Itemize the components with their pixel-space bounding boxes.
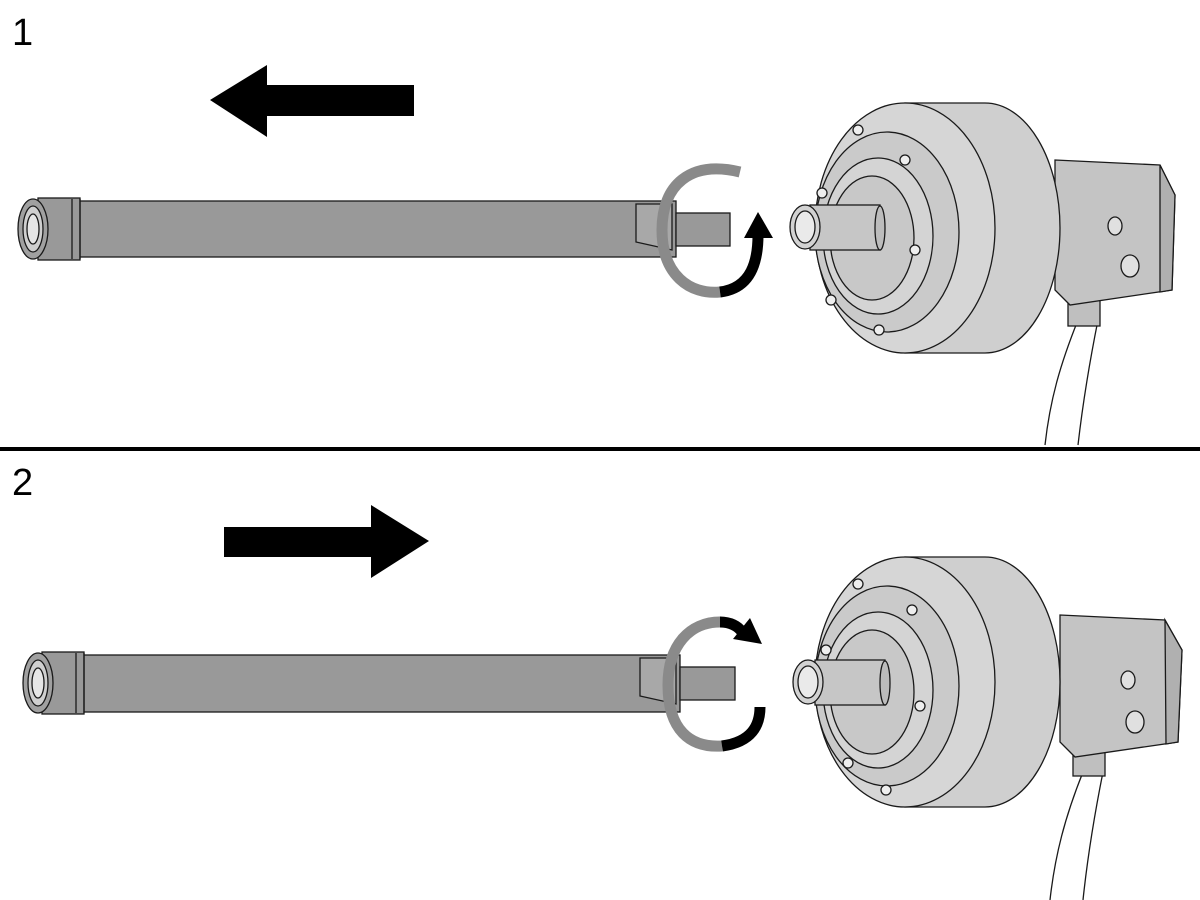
direction-arrow-left xyxy=(210,65,414,137)
step-1-panel: 1 xyxy=(12,12,1176,446)
rotation-arrow-counterclockwise xyxy=(656,163,773,298)
rotation-arrow-clockwise xyxy=(662,616,766,752)
step-2-illustration xyxy=(22,505,1183,900)
housing xyxy=(789,102,1176,446)
shaft xyxy=(22,651,736,715)
section-divider xyxy=(0,447,1200,451)
step-1-illustration xyxy=(17,65,1176,446)
direction-arrow-right xyxy=(224,505,429,578)
step-number-label: 1 xyxy=(12,12,34,54)
step-number-label: 2 xyxy=(12,462,34,504)
shaft xyxy=(17,197,731,261)
housing xyxy=(792,556,1183,900)
step-2-panel: 2 xyxy=(0,450,1200,900)
